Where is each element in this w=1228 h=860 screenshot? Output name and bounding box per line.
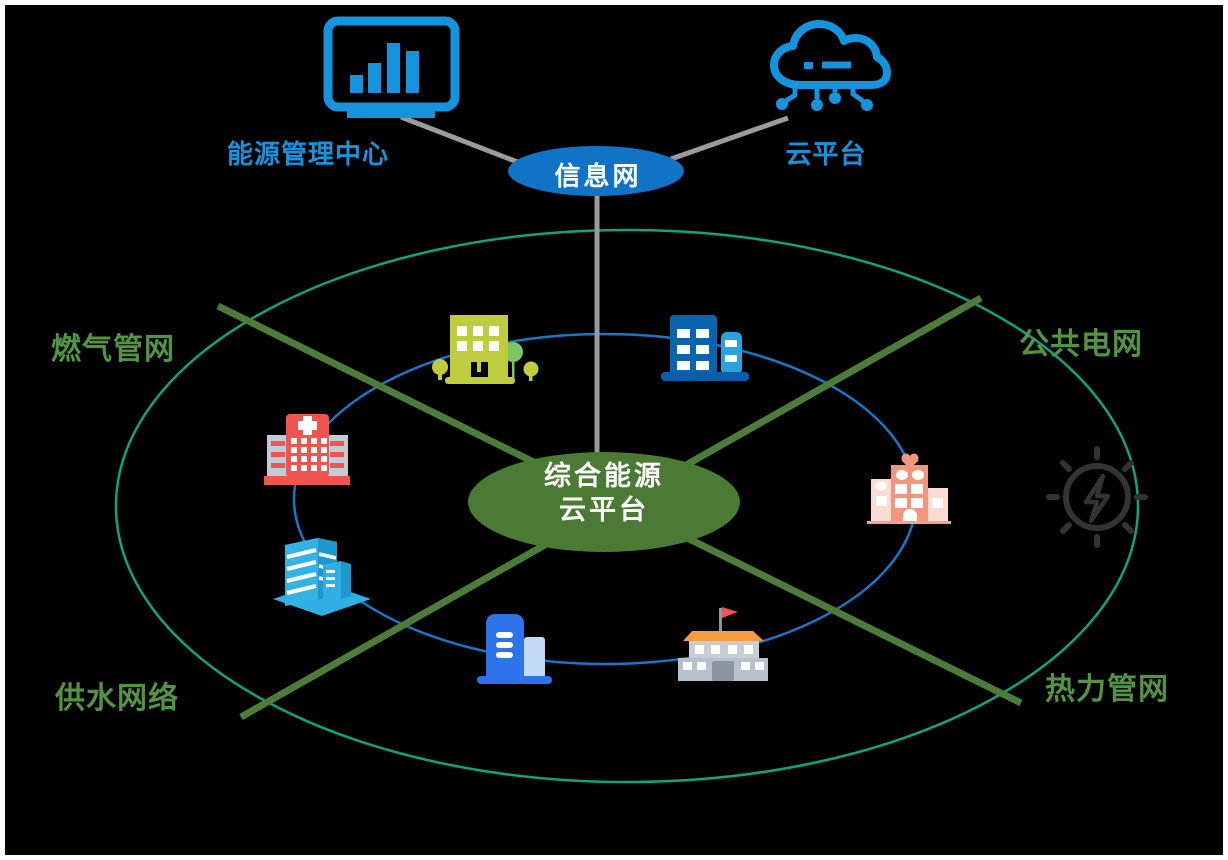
gas-network-label: 燃气管网 — [51, 333, 175, 366]
energy-center-label: 能源管理中心 — [226, 139, 390, 169]
public-grid-label: 公共电网 — [1019, 328, 1143, 361]
city-buildings-icon — [661, 315, 749, 381]
power-grid-icon — [1046, 446, 1148, 548]
info-network-label: 信息网 — [554, 161, 642, 191]
connector-monitor-infonet — [400, 114, 521, 166]
water-network-label: 供水网络 — [55, 682, 179, 715]
outer-ring — [114, 228, 1140, 784]
center-node-label: 综合能源 云平台 — [544, 459, 664, 527]
center-node-label-line1: 综合能源 — [544, 461, 664, 491]
cloud-platform-label: 云平台 — [785, 139, 867, 169]
monitor-chart-icon — [323, 16, 460, 118]
heat-network-label: 热力管网 — [1045, 673, 1169, 706]
hospital-icon — [264, 414, 350, 485]
connector-cloud-infonet — [670, 115, 789, 162]
center-node-label-line2: 云平台 — [559, 495, 649, 525]
tower-building-icon — [477, 614, 552, 684]
cloud-network-icon — [770, 20, 891, 111]
info-network-node — [508, 146, 684, 196]
office-building-icon — [432, 315, 539, 384]
care-home-icon — [867, 453, 951, 524]
skyscraper-icon — [273, 538, 371, 616]
school-icon — [678, 607, 768, 681]
center-node — [468, 452, 740, 552]
